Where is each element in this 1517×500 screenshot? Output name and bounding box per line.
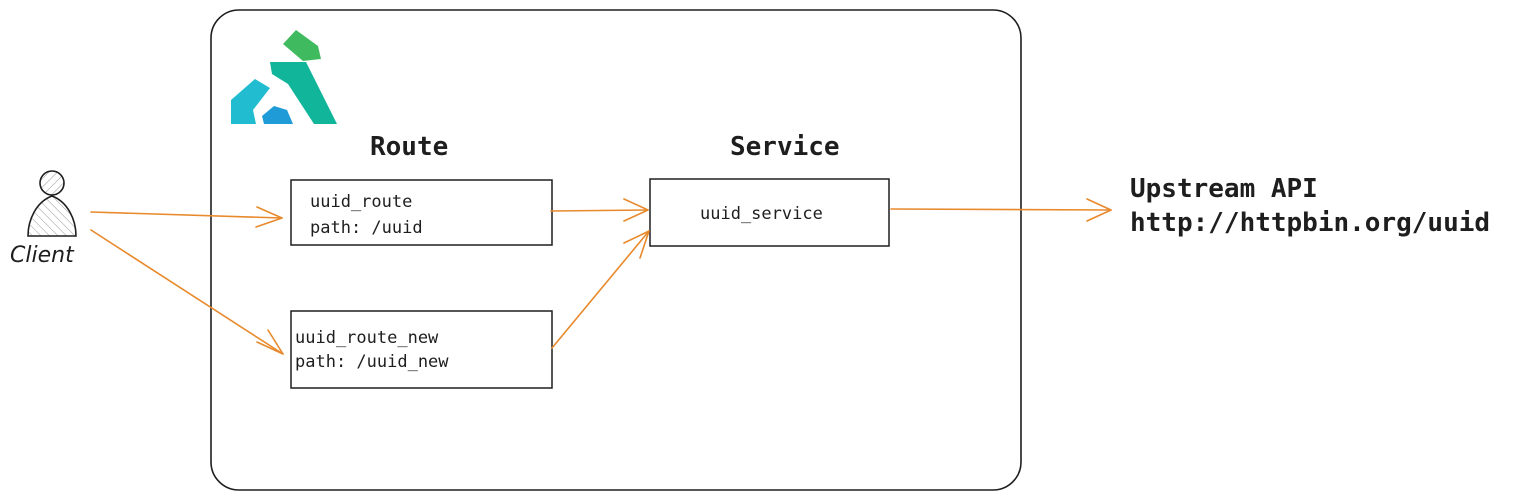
gateway-container xyxy=(210,9,1022,491)
route-path: path: /uuid xyxy=(310,218,423,238)
arrow-client-to-uuid-route xyxy=(90,206,283,228)
arrow-service-to-upstream xyxy=(890,198,1112,222)
upstream-title: Upstream API xyxy=(1130,174,1318,204)
service-name: uuid_service xyxy=(700,204,823,224)
upstream-url: http://httpbin.org/uuid xyxy=(1130,208,1491,238)
route-box-uuid-route xyxy=(290,179,553,246)
service-box xyxy=(649,178,890,247)
route-box-uuid-route-new xyxy=(290,310,553,389)
arrow-client-to-uuid-route-new xyxy=(90,229,284,355)
route-name: uuid_route_new xyxy=(295,328,439,348)
kong-gateway-logo xyxy=(231,30,337,124)
route-path: path: /uuid_new xyxy=(295,352,449,372)
person-icon xyxy=(27,170,77,237)
client-label: Client xyxy=(10,243,74,268)
arrow-uuid-route-to-service xyxy=(550,198,649,222)
arrow-uuid-route-new-to-service xyxy=(551,230,650,349)
service-heading: Service xyxy=(730,132,840,162)
route-name: uuid_route xyxy=(310,192,413,212)
route-heading: Route xyxy=(370,132,449,162)
